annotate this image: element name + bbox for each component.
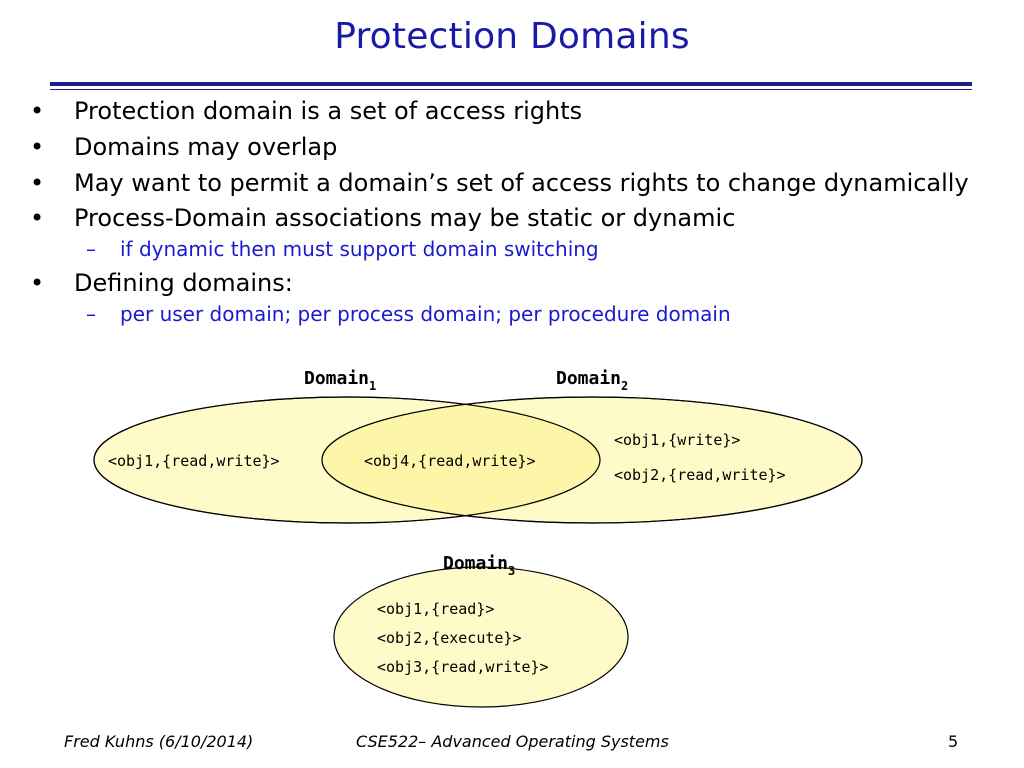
domain3-ellipse bbox=[333, 566, 629, 708]
bullet-list: • Protection domain is a set of access r… bbox=[30, 98, 970, 335]
sub-bullet-item: – if dynamic then must support domain sw… bbox=[30, 237, 970, 261]
bullet-text: Process-Domain associations may be stati… bbox=[74, 204, 736, 232]
title-divider-thick bbox=[50, 82, 972, 86]
sub-bullet-text: per user domain; per process domain; per… bbox=[120, 302, 731, 326]
domain3-subscript: 3 bbox=[508, 564, 515, 578]
domain-overlap-region bbox=[322, 397, 600, 523]
domain1-outline bbox=[93, 396, 601, 524]
slide-title: Protection Domains bbox=[334, 16, 690, 57]
title-divider-thin bbox=[50, 89, 972, 90]
bullet-marker: • bbox=[30, 269, 45, 297]
footer-page-number: 5 bbox=[948, 732, 959, 751]
bullet-marker: • bbox=[30, 204, 45, 232]
footer-course: CSE522– Advanced Operating Systems bbox=[356, 732, 669, 751]
bullet-text: Protection domain is a set of access rig… bbox=[74, 97, 583, 125]
bullet-text: Defining domains: bbox=[74, 269, 293, 297]
bullet-marker: • bbox=[30, 97, 45, 125]
domain3-object: <obj3,{read,write}> bbox=[377, 658, 549, 676]
domain2-outline bbox=[321, 396, 863, 524]
bullet-item: • Defining domains: bbox=[30, 270, 970, 297]
domain1-object: <obj1,{read,write}> bbox=[108, 452, 280, 470]
bullet-item: • May want to permit a domain’s set of a… bbox=[30, 170, 970, 196]
sub-bullet-item: – per user domain; per process domain; p… bbox=[30, 302, 970, 326]
domain3-label: Domain3 bbox=[443, 553, 515, 578]
domain2-object: <obj1,{write}> bbox=[614, 431, 740, 449]
domain2-object: <obj2,{read,write}> bbox=[614, 466, 786, 484]
domain2-subscript: 2 bbox=[621, 379, 628, 393]
domain1-label: Domain1 bbox=[304, 368, 376, 393]
domain1-subscript: 1 bbox=[369, 379, 376, 393]
domain3-object: <obj2,{execute}> bbox=[377, 629, 522, 647]
domain3-object: <obj1,{read}> bbox=[377, 600, 494, 618]
sub-bullet-text: if dynamic then must support domain swit… bbox=[120, 237, 599, 261]
bullet-item: • Domains may overlap bbox=[30, 134, 970, 161]
domain2-label: Domain2 bbox=[556, 368, 628, 393]
sub-bullet-marker: – bbox=[86, 302, 96, 326]
bullet-item: • Protection domain is a set of access r… bbox=[30, 98, 970, 125]
sub-bullet-marker: – bbox=[86, 237, 96, 261]
bullet-text: Domains may overlap bbox=[74, 133, 338, 161]
overlap-object: <obj4,{read,write}> bbox=[364, 452, 536, 470]
bullet-marker: • bbox=[30, 133, 45, 161]
bullet-item: • Process-Domain associations may be sta… bbox=[30, 205, 970, 232]
bullet-marker: • bbox=[30, 169, 45, 197]
bullet-text: May want to permit a domain’s set of acc… bbox=[74, 169, 969, 197]
footer-author: Fred Kuhns (6/10/2014) bbox=[64, 732, 254, 751]
